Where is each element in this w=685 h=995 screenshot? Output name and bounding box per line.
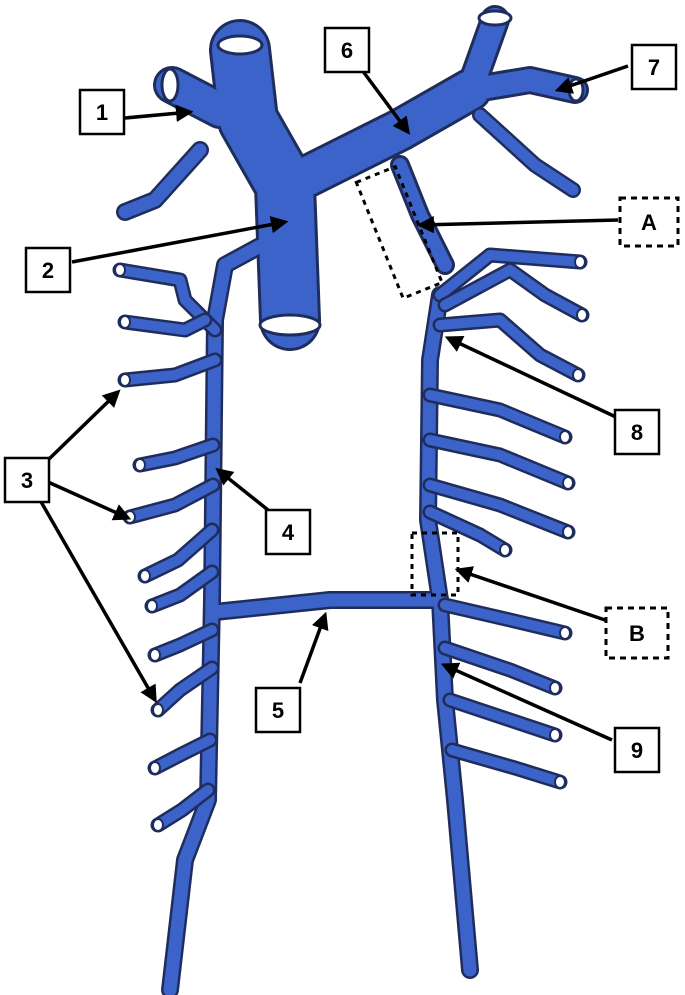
right-branch-9-opening	[549, 681, 561, 695]
left-branch-1-opening	[114, 263, 126, 277]
left-branch-6-opening	[139, 569, 151, 583]
left-intercostal-veins	[112, 262, 223, 833]
left-branch-3-opening	[119, 373, 131, 387]
arrow-3b	[47, 480, 132, 521]
arrow-a	[416, 215, 619, 234]
label-9-text: 9	[631, 738, 643, 763]
left-branch-10	[150, 735, 215, 773]
arrow-3c	[38, 499, 157, 704]
label-a: A	[618, 196, 680, 248]
arrow-5	[298, 611, 329, 684]
left-branch-9-opening	[152, 703, 164, 717]
arrows	[38, 64, 629, 742]
right-branch-7-opening	[499, 543, 511, 557]
right-branch-8	[440, 600, 570, 638]
left-branch-8-opening	[149, 648, 161, 662]
superior-vena-cava	[212, 22, 318, 348]
arrow-8	[444, 336, 619, 420]
left-branch-11-opening	[152, 818, 164, 832]
label-8: 8	[613, 408, 661, 456]
veins	[118, 8, 586, 995]
right-intercostal-veins	[422, 247, 590, 790]
right-branch-7	[425, 507, 510, 555]
right-branch-3-opening	[572, 368, 584, 382]
right-branch-6-opening	[562, 525, 574, 539]
right-branch-6	[425, 480, 573, 537]
right-branch-4	[425, 390, 570, 442]
label-7-text: 7	[648, 55, 660, 80]
label-a-text: A	[641, 210, 657, 235]
label-6: 6	[323, 26, 371, 74]
connecting-vein	[208, 593, 447, 619]
svc-top-opening	[216, 34, 264, 56]
right-branch-10	[445, 695, 560, 740]
label-3-text: 3	[21, 468, 33, 493]
arrow-b	[454, 566, 606, 622]
right-branch-vein	[118, 143, 207, 219]
region-b	[410, 531, 460, 597]
right-branch-9	[440, 643, 560, 693]
label-2: 2	[24, 246, 72, 294]
label-5: 5	[254, 686, 302, 734]
right-branch-4-opening	[559, 430, 571, 444]
label-4-text: 4	[282, 520, 295, 545]
vessel-a	[393, 158, 452, 272]
left-branch-6	[140, 525, 217, 581]
right-branch-8-opening	[559, 626, 571, 640]
label-1-text: 1	[96, 100, 108, 125]
arrow-7	[554, 64, 629, 94]
arrow-9	[440, 662, 613, 742]
label-5-text: 5	[272, 698, 284, 723]
right-branch-5	[425, 435, 573, 488]
right-branch-2-opening	[576, 308, 588, 322]
right-branch-1-opening	[574, 255, 586, 269]
left-branch-4-opening	[134, 458, 146, 472]
arrow-1	[124, 104, 194, 122]
left-branch-5	[125, 480, 218, 522]
left-branch-2	[120, 315, 210, 335]
right-subclavian-vein	[156, 69, 236, 126]
right-branch-10-opening	[549, 728, 561, 742]
arrow-3a	[46, 389, 121, 462]
left-branch-2-opening	[119, 315, 131, 329]
left-branch-7	[147, 567, 217, 611]
label-8-text: 8	[631, 420, 643, 445]
left-branch-7-opening	[146, 599, 158, 613]
label-4: 4	[264, 508, 312, 556]
label-9: 9	[613, 726, 661, 774]
right-branch-2	[440, 265, 587, 320]
jugular-opening	[477, 9, 513, 27]
left-branch-3	[120, 355, 220, 385]
right-branch-11	[447, 745, 565, 787]
svc-bottom-opening	[258, 313, 322, 337]
left-branch-4	[135, 440, 218, 470]
label-7: 7	[630, 43, 678, 91]
right-subclavian-opening	[160, 67, 180, 103]
label-2-text: 2	[42, 258, 54, 283]
right-branch-5-opening	[562, 476, 574, 490]
label-1: 1	[78, 88, 126, 136]
azygos-vein	[163, 238, 269, 995]
left-branch-vein	[474, 109, 579, 196]
right-branch-1	[435, 250, 585, 300]
left-branch-11	[153, 785, 213, 830]
arrow-4	[215, 467, 270, 512]
arrow-2	[71, 215, 289, 264]
left-branch-10-opening	[149, 761, 161, 775]
label-3: 3	[3, 456, 51, 504]
label-6-text: 6	[341, 38, 353, 63]
left-branch-8	[150, 625, 217, 660]
label-b-text: B	[629, 621, 645, 646]
left-branch-9	[153, 663, 217, 715]
right-branch-3	[435, 315, 583, 380]
right-branch-11-opening	[554, 775, 566, 789]
arrow-6	[360, 68, 411, 135]
label-b: B	[604, 606, 670, 660]
